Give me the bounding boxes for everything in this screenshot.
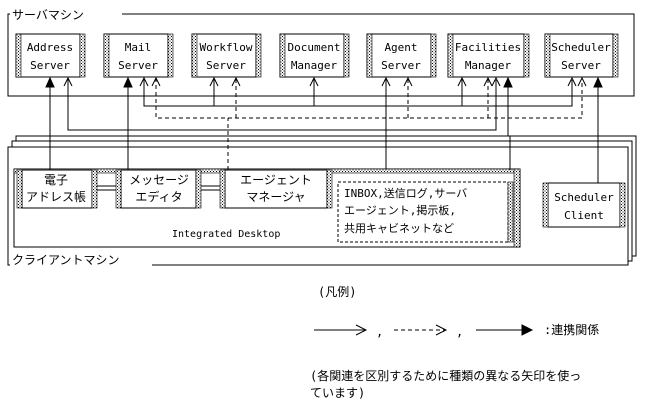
server-label-line1: Mail xyxy=(125,41,152,54)
legend-separator-2: , xyxy=(456,325,463,339)
scheduler-client: Scheduler Client xyxy=(542,182,626,228)
server-address: Address Server xyxy=(15,33,86,78)
legend-note-line2: ています) xyxy=(310,386,365,400)
connectors xyxy=(49,78,599,191)
legend-separator-1: , xyxy=(376,325,383,339)
server-label-line2: Manager xyxy=(291,59,338,72)
integrated-desktop-label: Integrated Desktop xyxy=(172,229,280,240)
module-label-line2: マネージャ xyxy=(246,190,305,204)
server-label-line2: Server xyxy=(561,59,601,72)
module-label-line1: メッセージ xyxy=(129,173,189,187)
module-address-book: 電子 アドレス帳 xyxy=(16,169,98,209)
server-label-line1: Agent xyxy=(384,41,417,54)
server-facilities: Facilities Manager xyxy=(447,33,530,78)
server-workflow: Workflow Server xyxy=(191,33,262,78)
module-agent-manager: エージェント マネージャ xyxy=(219,169,333,209)
module-label-line2: エディタ xyxy=(135,189,182,204)
server-label-line2: Server xyxy=(206,59,246,72)
server-label-line2: Server xyxy=(30,59,70,72)
module-message-editor: メッセージ エディタ xyxy=(115,169,202,209)
server-agent: Agent Server xyxy=(366,33,437,78)
server-label-line2: Server xyxy=(381,59,421,72)
legend-relation-label: :連携関係 xyxy=(544,322,599,337)
server-label-line1: Workflow xyxy=(200,41,253,54)
server-label-line1: Address xyxy=(27,41,73,54)
server-label-line2: Manager xyxy=(465,59,512,72)
inbox-line3: 共用キャビネットなど xyxy=(344,222,454,235)
server-machine-frame xyxy=(7,13,635,97)
server-label-line2: Server xyxy=(118,59,158,72)
arrowheads xyxy=(45,76,603,88)
legend-arrows xyxy=(314,324,534,336)
server-mail: Mail Server xyxy=(103,33,174,78)
server-document: Document Manager xyxy=(279,33,350,78)
legend-title: (凡例) xyxy=(318,285,356,299)
server-machine-label: サーバマシン xyxy=(12,8,84,22)
inbox-box xyxy=(337,181,509,243)
server-label-line1: Facilities xyxy=(455,41,521,54)
server-label-line1: Scheduler xyxy=(551,41,611,54)
scheduler-client-line1: Scheduler xyxy=(554,191,614,204)
server-scheduler: Scheduler Server xyxy=(544,33,619,78)
inbox-line2: エージェント,掲示板, xyxy=(344,203,456,217)
legend-note-line1: (各関連を区別するために種類の異なる矢印を使っ xyxy=(310,368,581,383)
server-label-line1: Document xyxy=(288,41,341,54)
client-machine-label: クライアントマシン xyxy=(12,253,120,267)
module-label-line2: アドレス帳 xyxy=(26,190,86,204)
inbox-line1: INBOX,送信ログ,サーバ xyxy=(344,186,467,200)
scheduler-client-line2: Client xyxy=(564,209,604,222)
module-label-line1: 電子 xyxy=(44,173,68,187)
module-label-line1: エージェント xyxy=(240,173,312,187)
